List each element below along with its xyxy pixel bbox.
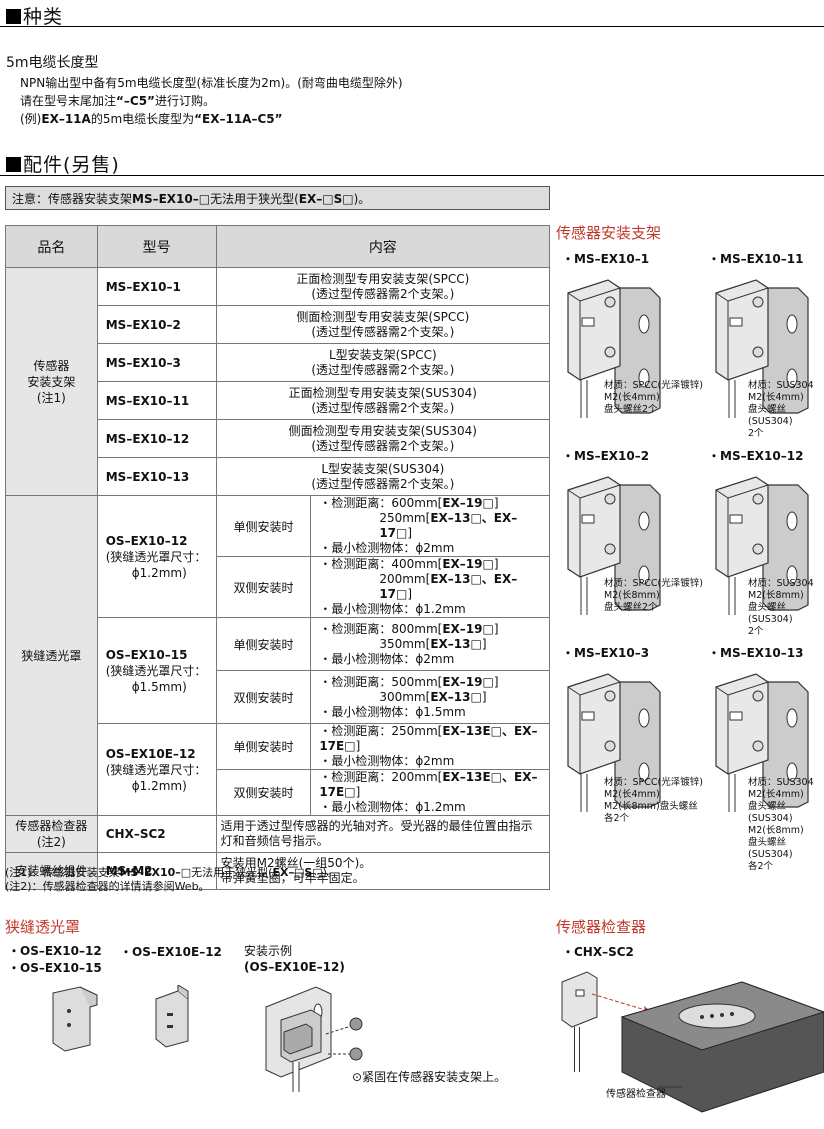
mode-cell: 单侧安装时: [215, 495, 312, 557]
content-cell: L型安装支架(SUS304)(透过型传感器需2个支架。): [215, 457, 551, 496]
slit-model-label: ・OS–EX10E–12: [120, 945, 222, 959]
content-cell: 正面检测型专用安装支架(SUS304)(透过型传感器需2个支架。): [215, 381, 551, 420]
model-cell: MS–EX10–13: [96, 457, 217, 496]
mode-cell: 双侧安装时: [215, 670, 312, 724]
content-cell: 侧面检测型专用安装支架(SUS304)(透过型传感器需2个支架。): [215, 419, 551, 458]
model-cell: MS–EX10–11: [96, 381, 217, 420]
mount-example-label: 安装示例(OS–EX10E–12): [244, 944, 345, 974]
table-row: 双侧安装时 ・检测距离：500mm[EX–19□] 300mm[EX–13□] …: [6, 670, 550, 724]
section-rule: [0, 26, 824, 27]
material-note: 材质：SPCC(光泽镀锌)M2(长4mm)M2(长8mm)盘头螺丝各2个: [604, 777, 703, 824]
table-row: MS–EX10–11 正面检测型专用安装支架(SUS304)(透过型传感器需2个…: [6, 381, 551, 420]
model-cell: CHX–SC2: [96, 815, 217, 853]
content-cell: 正面检测型专用安装支架(SPCC)(透过型传感器需2个支架。): [215, 267, 551, 306]
header-name: 品名: [5, 225, 98, 268]
model-cell: MS–EX10–2: [96, 305, 217, 344]
slit-model-list: ・OS–EX10–12・OS–EX10–15: [8, 944, 102, 975]
section-rule: [0, 175, 824, 176]
mount-example-image: [265, 986, 363, 1092]
caution-note: 注意：传感器安装支架MS–EX10–□无法用于狭光型(EX–□S□)。: [5, 186, 550, 210]
bracket-name-cell: 传感器安装支架(注1): [5, 267, 98, 496]
slit-name-cell: 狭缝透光罩: [5, 495, 98, 816]
header-model: 型号: [96, 225, 217, 268]
mode-cell: 双侧安装时: [215, 769, 312, 816]
checker-section-title: 传感器检查器: [556, 918, 647, 936]
mode-cell: 单侧安装时: [215, 617, 312, 671]
bracket-label: ・MS–EX10–3: [562, 646, 650, 660]
content-cell: 安装用M2螺丝(一组50个)。带弹簧垫圈，可牢牢固定。: [215, 852, 551, 890]
model-cell: MS–EX10–3: [96, 343, 217, 382]
model-cell: OS–EX10–12(狭缝透光罩尺寸：ϕ1.2mm): [96, 495, 217, 618]
content-cell: L型安装支架(SPCC)(透过型传感器需2个支架。): [215, 343, 551, 382]
slit-section-title: 狭缝透光罩: [5, 918, 81, 936]
section-title-types: 种类: [6, 2, 63, 29]
table-row: 狭缝透光罩 OS–EX10–12(狭缝透光罩尺寸：ϕ1.2mm) 单侧安装时 ・…: [5, 495, 550, 816]
table-row: OS–EX10E–12(狭缝透光罩尺寸：ϕ1.2mm) 单侧安装时 ・检测距离：…: [6, 723, 550, 816]
screw-name-cell: 安装螺丝组件: [5, 852, 98, 890]
bracket-panel-title: 传感器安装支架: [556, 224, 662, 242]
mode-cell: 单侧安装时: [215, 723, 312, 770]
slit-mask-image: [52, 986, 98, 1052]
checker-caption: 传感器检查器: [606, 1089, 666, 1100]
spec-cell: ・检测距离：800mm[EX–19□] 350mm[EX–13□] ・最小检测物…: [310, 617, 550, 671]
pointer-icon: ⊙: [352, 1070, 363, 1084]
sensor-checker-image: [561, 971, 824, 1113]
model-cell: MS–EX10–12: [96, 419, 217, 458]
table-row: MS–EX10–13 L型安装支架(SUS304)(透过型传感器需2个支架。): [6, 457, 551, 496]
cable-description: NPN输出型中备有5m电缆长度型(标准长度为2m)。(耐弯曲电缆型除外) 请在型…: [20, 76, 403, 126]
fix-note: ⊙紧固在传感器安装支架上。: [352, 1070, 507, 1084]
table-row: OS–EX10–15(狭缝透光罩尺寸：ϕ1.5mm) 单侧安装时 ・检测距离：8…: [6, 617, 550, 724]
spec-cell: ・检测距离：600mm[EX–19□] 250mm[EX–13□、EX–17□]…: [310, 495, 550, 557]
table-row: 传感器安装支架(注1) MS–EX10–1 正面检测型专用安装支架(SPCC)(…: [5, 267, 551, 496]
spec-cell: ・检测距离：250mm[EX–13E□、EX–17E□] ・最小检测物体：ϕ2m…: [310, 723, 550, 770]
model-cell: OS–EX10–15(狭缝透光罩尺寸：ϕ1.5mm): [96, 617, 217, 724]
material-note: 材质：SPCC(光泽镀锌)M2(长8mm)盘头螺丝2个: [604, 578, 703, 613]
table-row: 双侧安装时 ・检测距离：200mm[EX–13E□、EX–17E□] ・最小检测…: [6, 769, 550, 816]
checker-model-label: ・CHX–SC2: [562, 945, 634, 959]
table-header-row: 品名 型号 内容: [5, 225, 551, 268]
table-row: 传感器检查器(注2) CHX–SC2 适用于透过型传感器的光轴对齐。受光器的最佳…: [5, 815, 551, 853]
bracket-label: ・MS–EX10–1: [562, 252, 650, 266]
spec-cell: ・检测距离：500mm[EX–19□] 300mm[EX–13□] ・最小检测物…: [310, 670, 550, 724]
slit-mask-e-image: [155, 985, 189, 1048]
material-note: 材质：SPCC(光泽镀锌)M2(长4mm)盘头螺丝2个: [604, 380, 703, 415]
model-cell: OS–EX10E–12(狭缝透光罩尺寸：ϕ1.2mm): [96, 723, 217, 816]
header-content: 内容: [215, 225, 551, 268]
footnotes: (注1)：传感器安装支架MS–EX10–□无法用于狭光型(EX–□S□)。 (注…: [5, 866, 338, 893]
bracket-label: ・MS–EX10–2: [562, 449, 650, 463]
accessories-table: 品名 型号 内容 传感器安装支架(注1) MS–EX10–1 正面检测型专用安装…: [5, 225, 551, 890]
model-cell: MS–EX10–1: [96, 267, 217, 306]
table-row: MS–EX10–3 L型安装支架(SPCC)(透过型传感器需2个支架。): [6, 343, 551, 382]
model-cell: MS–M2: [96, 852, 217, 890]
mode-cell: 双侧安装时: [215, 556, 312, 618]
table-row: 双侧安装时 ・检测距离：400mm[EX–19□] 200mm[EX–13□、E…: [6, 556, 550, 618]
table-row: 安装螺丝组件 MS–M2 安装用M2螺丝(一组50个)。带弹簧垫圈，可牢牢固定。: [5, 852, 551, 890]
spec-cell: ・检测距离：400mm[EX–19□] 200mm[EX–13□、EX–17□]…: [310, 556, 550, 618]
bracket-label: ・MS–EX10–12: [708, 449, 804, 463]
bracket-label: ・MS–EX10–11: [708, 252, 804, 266]
content-cell: 侧面检测型专用安装支架(SPCC)(透过型传感器需2个支架。): [215, 305, 551, 344]
bracket-label: ・MS–EX10–13: [708, 646, 804, 660]
content-cell: 适用于透过型传感器的光轴对齐。受光器的最佳位置由指示灯和音频信号指示。: [215, 815, 551, 853]
spec-cell: ・检测距离：200mm[EX–13E□、EX–17E□] ・最小检测物体：ϕ1.…: [310, 769, 550, 816]
cable-title: 5m电缆长度型: [6, 55, 99, 71]
table-row: MS–EX10–2 侧面检测型专用安装支架(SPCC)(透过型传感器需2个支架。…: [6, 305, 551, 344]
table-row: MS–EX10–12 侧面检测型专用安装支架(SUS304)(透过型传感器需2个…: [6, 419, 551, 458]
checker-name-cell: 传感器检查器(注2): [5, 815, 98, 853]
section-title-accessories: 配件(另售): [6, 150, 120, 177]
